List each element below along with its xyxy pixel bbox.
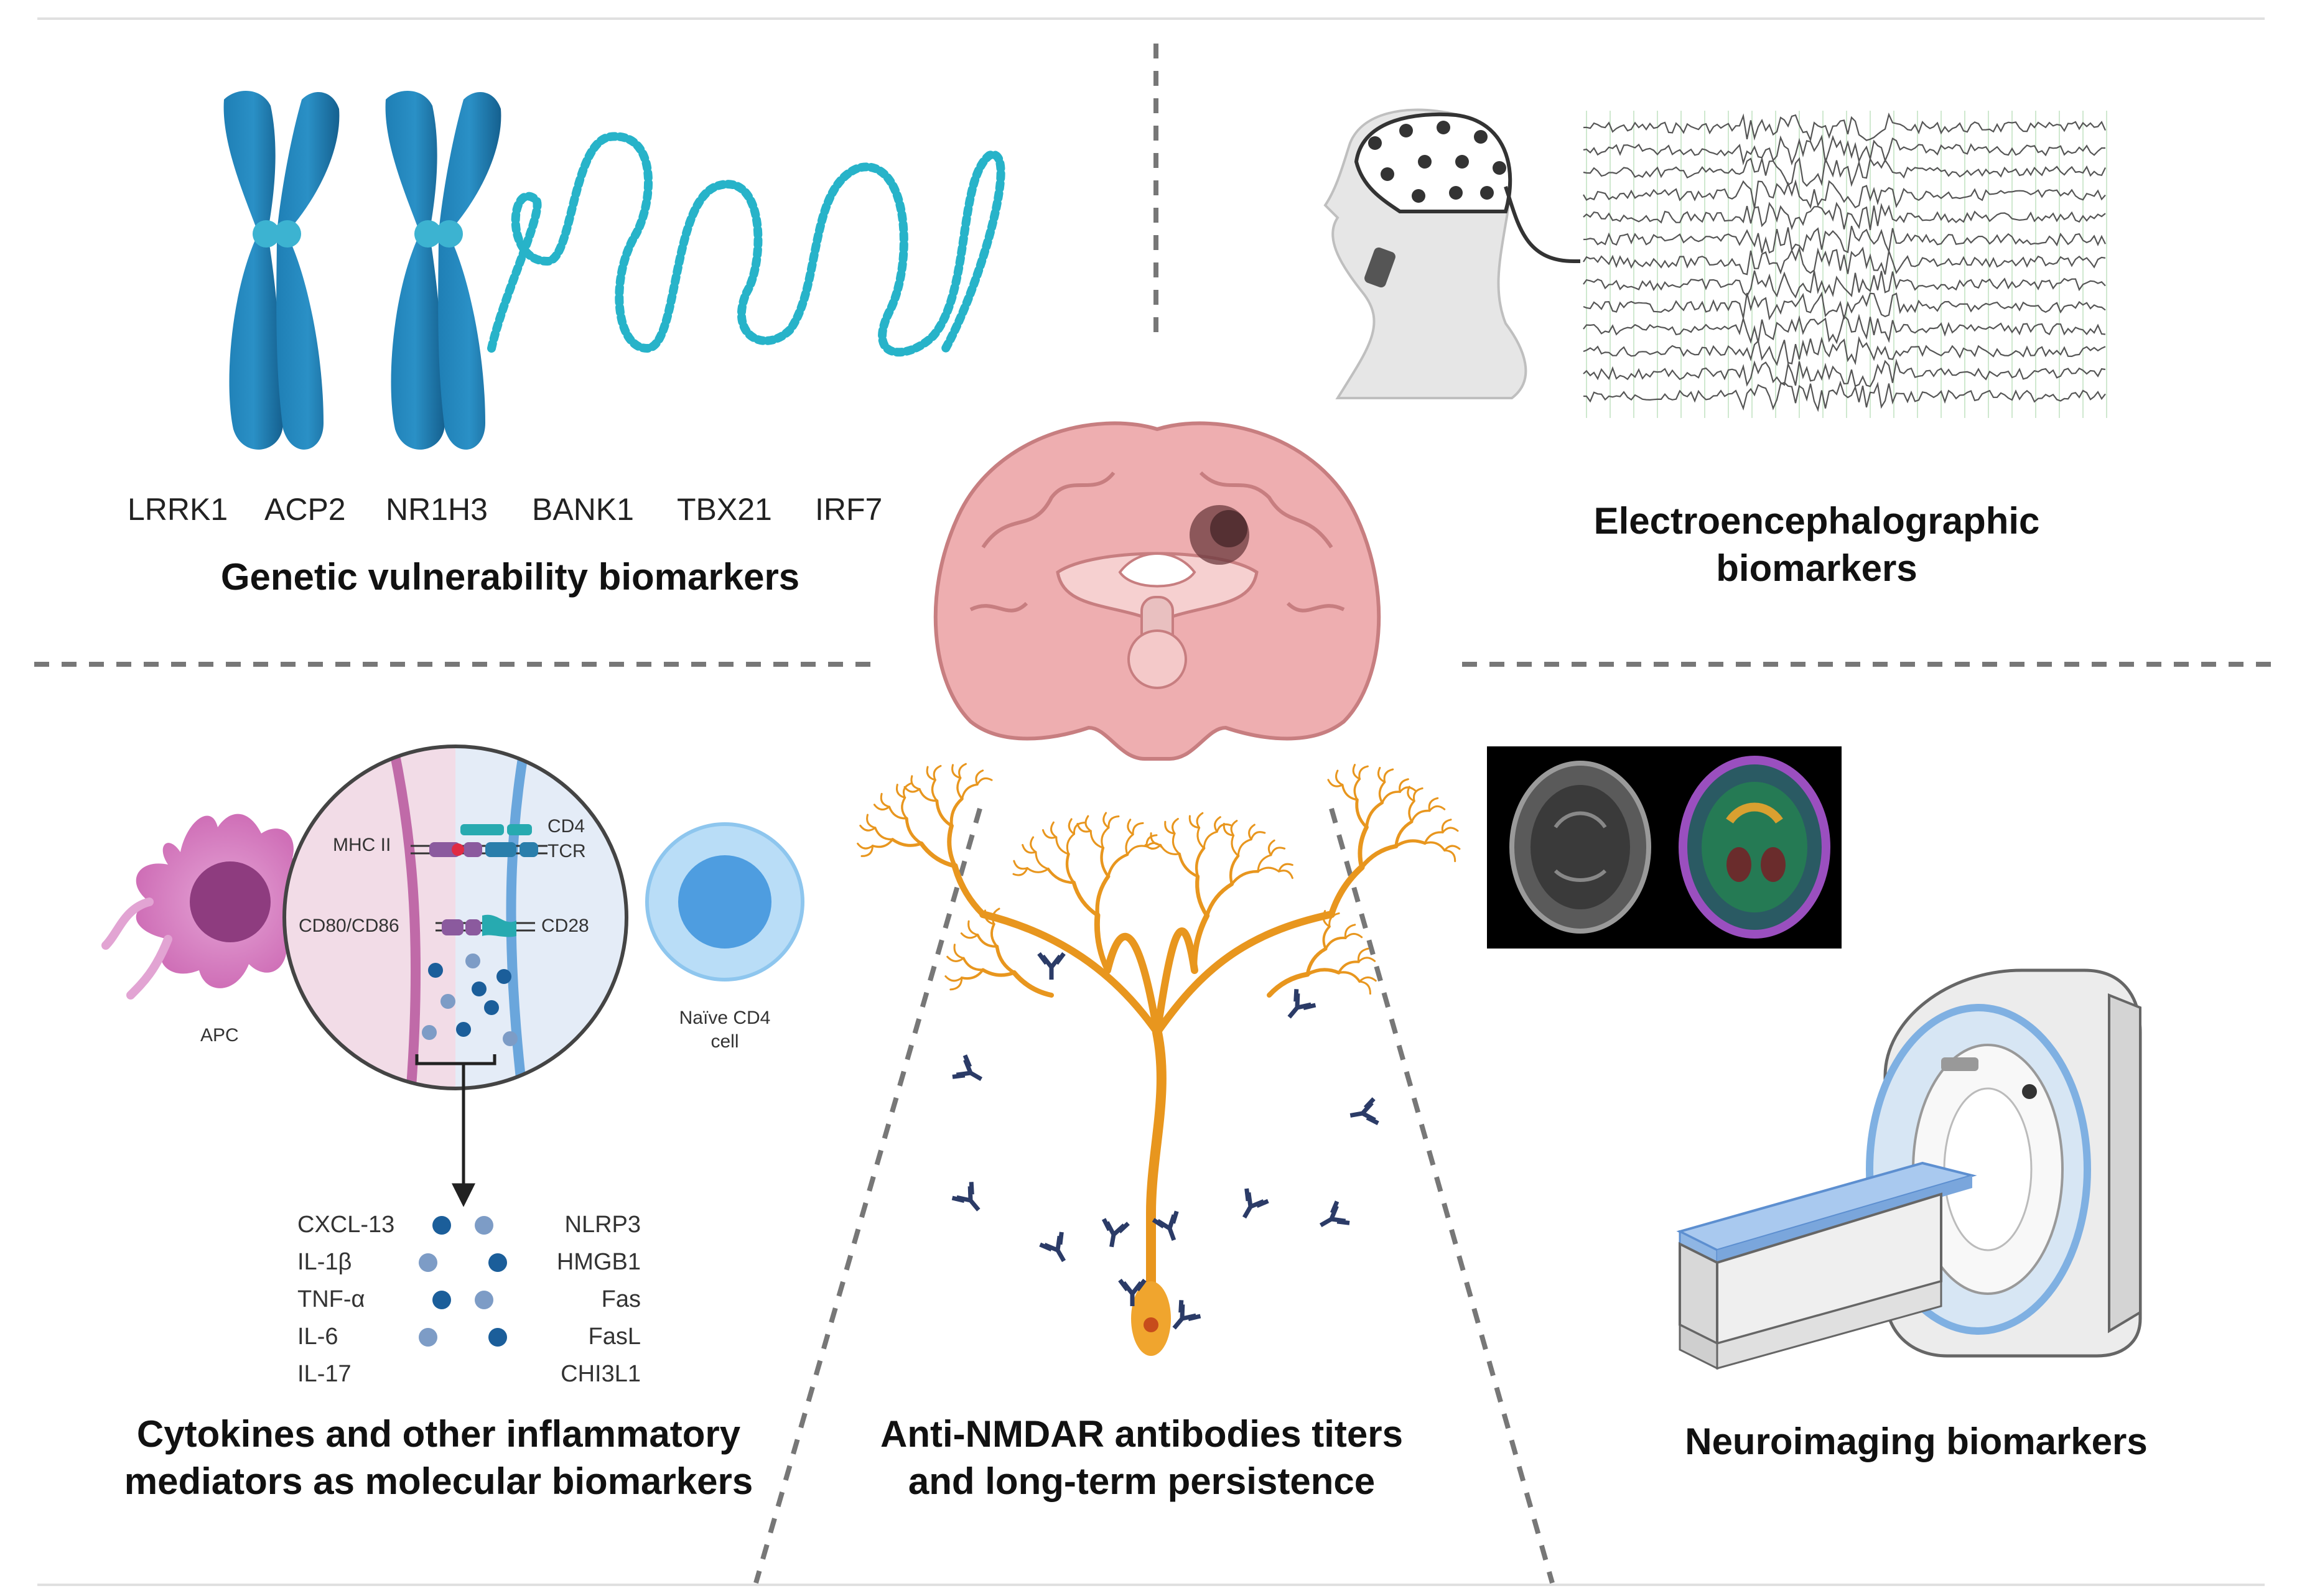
cytokine-left-item: IL-6 — [297, 1324, 338, 1350]
cytokine-left-item: CXCL-13 — [297, 1212, 395, 1238]
neuron-icon — [857, 763, 1461, 1355]
cd80-label: CD80/CD86 — [299, 916, 399, 936]
cytokine-left-item: IL-17 — [297, 1361, 352, 1387]
antibody-icon — [952, 1054, 983, 1082]
cytokine-right-item: NLRP3 — [564, 1212, 641, 1238]
neuron-nucleus — [1144, 1317, 1158, 1332]
antibody-icon — [1118, 1278, 1147, 1306]
antibody-icon — [1102, 1218, 1130, 1248]
neuroimaging-title: Neuroimaging biomarkers — [1685, 1421, 2148, 1462]
mri-scan-images — [1487, 746, 1842, 949]
gene-label: TBX21 — [677, 492, 772, 527]
antibody-icon — [1242, 1188, 1269, 1219]
cytokines-title-line1: Cytokines and other inflammatory — [136, 1413, 741, 1455]
cytokine-right-item: CHI3L1 — [561, 1361, 641, 1387]
gene-label: ACP2 — [264, 492, 346, 527]
antibody-icon — [1349, 1097, 1379, 1125]
dna-strand-icon — [487, 132, 1005, 357]
cytokines-title-line2: mediators as molecular biomarkers — [124, 1460, 753, 1502]
chromosome-icon — [385, 91, 501, 450]
antibody-icon — [1152, 1210, 1179, 1241]
eeg-head-icon — [1323, 108, 1580, 399]
antibody-icons — [951, 952, 1379, 1330]
eeg-title-line1: Electroencephalographic — [1593, 500, 2040, 542]
mhc-label: MHC II — [333, 835, 391, 855]
chromosome-icon — [223, 91, 340, 450]
antibody-icon — [1039, 1232, 1066, 1263]
apc-label: APC — [200, 1025, 239, 1046]
nmdar-title-line2: and long-term persistence — [908, 1460, 1376, 1502]
brain-icon — [933, 421, 1381, 761]
tcr-label: TCR — [547, 841, 586, 861]
cytokine-right-item: Fas — [601, 1286, 641, 1312]
gene-label: NR1H3 — [386, 492, 488, 527]
nmdar-title-line1: Anti-NMDAR antibodies titers — [880, 1413, 1403, 1455]
cytokine-right-item: HMGB1 — [556, 1249, 641, 1275]
cd28-label: CD28 — [541, 916, 589, 936]
gene-label: LRRK1 — [128, 492, 228, 527]
cytokine-right-item: FasL — [588, 1324, 641, 1350]
cytokine-left-item: TNF-α — [297, 1286, 365, 1312]
cytokine-dots — [419, 1216, 507, 1347]
eeg-title-line2: biomarkers — [1716, 547, 1917, 589]
genetic-title: Genetic vulnerability biomarkers — [220, 556, 800, 598]
antibody-icon — [1037, 952, 1066, 980]
section-dividers — [34, 44, 2271, 1584]
synapse-zoom-circle — [282, 745, 628, 1207]
mri-scanner-icon — [1676, 968, 2142, 1370]
naive-label-line1: Naïve CD4 — [679, 1008, 771, 1028]
antibody-icon — [1287, 989, 1316, 1019]
gene-label: IRF7 — [815, 492, 883, 527]
gene-label: BANK1 — [532, 492, 634, 527]
naive-label-line2: cell — [711, 1031, 739, 1052]
frame-lines — [37, 17, 2265, 1586]
receptor-complex-icon — [411, 824, 547, 937]
cytokine-left-item: IL-1β — [297, 1249, 352, 1275]
cd4-label: CD4 — [547, 816, 585, 837]
antibody-icon — [1319, 1200, 1350, 1228]
apc-cell-icon — [101, 814, 315, 1000]
naive-t-cell-icon — [645, 822, 804, 981]
antibody-icon — [951, 1182, 981, 1212]
cytokine-bracket — [415, 1054, 496, 1207]
eeg-trace-chart — [1580, 109, 2109, 420]
antibody-icon — [1172, 1300, 1201, 1330]
